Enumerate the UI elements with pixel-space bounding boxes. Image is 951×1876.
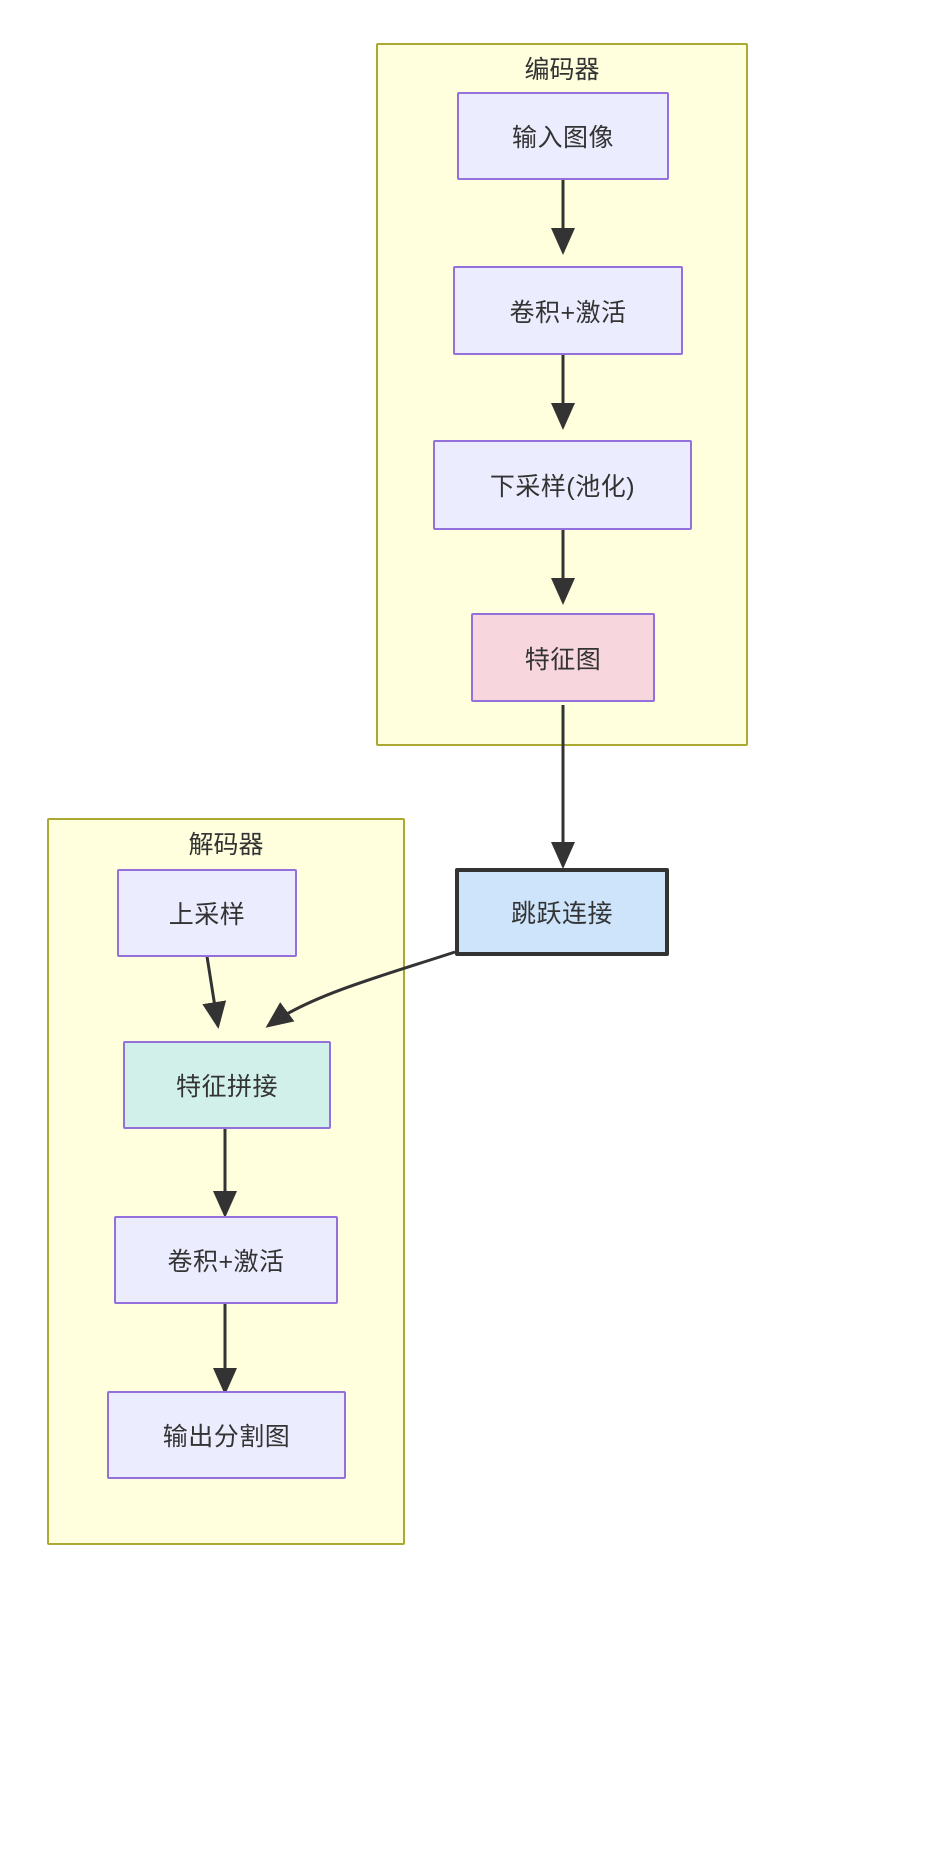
cluster-decoder-label: 解码器 [188, 831, 264, 859]
node-conv-activation-encoder[interactable]: 卷积+激活 [453, 266, 683, 355]
node-feature-concat-label: 特征拼接 [175, 1073, 278, 1101]
node-skip-connection[interactable]: 跳跃连接 [455, 868, 669, 956]
node-conv-activation-decoder[interactable]: 卷积+激活 [114, 1216, 338, 1304]
node-output-segmentation[interactable]: 输出分割图 [107, 1391, 346, 1479]
node-upsample-label: 上采样 [168, 901, 246, 929]
cluster-encoder-label: 编码器 [524, 56, 600, 84]
node-upsample[interactable]: 上采样 [117, 869, 297, 957]
node-feature-map-label: 特征图 [524, 645, 602, 674]
node-feature-map[interactable]: 特征图 [471, 613, 655, 702]
node-downsample-pooling[interactable]: 下采样(池化) [433, 440, 692, 530]
node-feature-concat[interactable]: 特征拼接 [123, 1041, 331, 1129]
node-conv-activation-encoder-label: 卷积+激活 [509, 298, 627, 327]
node-conv-activation-decoder-label: 卷积+激活 [167, 1248, 285, 1276]
node-input-image-label: 输入图像 [511, 124, 614, 152]
node-input-image[interactable]: 输入图像 [457, 92, 669, 180]
node-downsample-pooling-label: 下采样(池化) [489, 473, 636, 501]
node-skip-connection-label: 跳跃连接 [510, 900, 613, 928]
node-output-segmentation-label: 输出分割图 [162, 1423, 291, 1451]
